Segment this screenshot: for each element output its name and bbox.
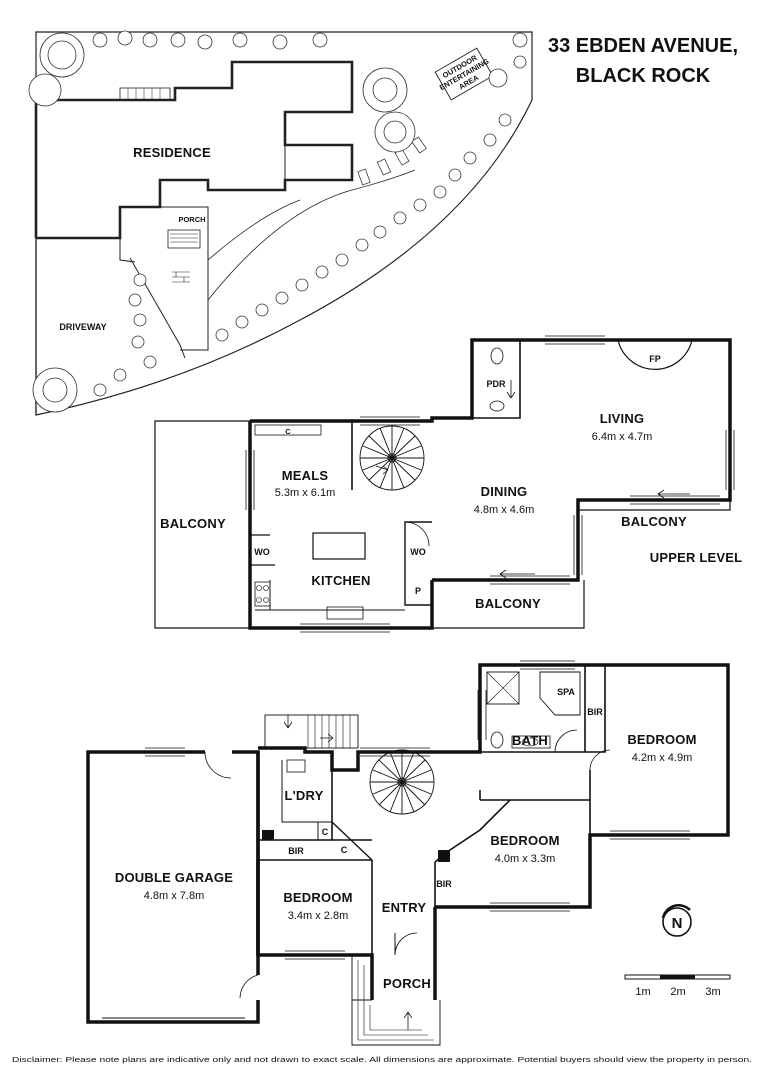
stove (254, 581, 271, 607)
living-label: LIVING (600, 411, 645, 426)
compass-letter: N (672, 915, 683, 932)
porch-label: PORCH (383, 976, 431, 991)
site-porch-label: PORCH (178, 215, 205, 224)
bedroom-2-dims: 4.0m x 3.3m (495, 853, 556, 865)
bir-lower-left-label: BIR (288, 846, 304, 856)
kitchen-sink (326, 606, 364, 620)
site-driveway-label: DRIVEWAY (59, 322, 106, 332)
lower-level-plan (86, 660, 730, 1046)
balcony-east-label: BALCONY (621, 514, 687, 529)
pantry-label: P (415, 586, 421, 596)
fireplace (617, 339, 693, 370)
bedroom-3-label: BEDROOM (283, 890, 352, 905)
kitchen-island (312, 532, 366, 560)
scale-bar: 1m 2m 3m (624, 974, 731, 998)
double-garage-label: DOUBLE GARAGE (115, 870, 233, 885)
bedroom-2-label: BEDROOM (490, 833, 559, 848)
balcony-south-label: BALCONY (475, 596, 541, 611)
cupboard-hall-label: C (341, 845, 348, 855)
site-trees (28, 30, 528, 413)
cupboard-laundry-label: C (322, 827, 329, 837)
cupboard-upper-label: C (285, 427, 291, 436)
balcony-west-label: BALCONY (160, 516, 226, 531)
shower (486, 671, 520, 705)
kitchen-label: KITCHEN (311, 573, 370, 588)
spa-bath (539, 671, 581, 716)
dining-dims: 4.8m x 4.6m (474, 504, 535, 516)
spiral-stair-lower (369, 749, 435, 815)
double-garage-dims: 4.8m x 7.8m (144, 890, 205, 902)
address-line-2: BLACK ROCK (576, 65, 711, 87)
living-dims: 6.4m x 4.7m (592, 431, 653, 443)
scale-label-1m: 1m (635, 986, 650, 998)
site-residence-label: RESIDENCE (133, 145, 211, 160)
site-boundary (35, 31, 533, 416)
balcony-west-outline (154, 420, 250, 629)
north-compass-icon: N (661, 904, 692, 937)
address-line-1: 33 EBDEN AVENUE, (548, 35, 738, 57)
garage-outline (86, 750, 260, 1024)
scale-label-3m: 3m (705, 986, 720, 998)
spa-label: SPA (557, 687, 575, 697)
wo-left-label: WO (254, 547, 270, 557)
scale-label-2m: 2m (670, 986, 685, 998)
upper-level-label: UPPER LEVEL (650, 550, 743, 565)
site-plan (34, 31, 533, 416)
wo-right-label: WO (410, 547, 426, 557)
upper-level-plan (154, 335, 735, 633)
disclaimer-text: Disclaimer: Please note plans are indica… (12, 1055, 752, 1064)
bedroom-3-dims: 3.4m x 2.8m (288, 910, 349, 922)
meals-dims: 5.3m x 6.1m (275, 487, 336, 499)
dining-label: DINING (481, 484, 528, 499)
bath-label: BATH (512, 733, 548, 748)
fireplace-label: FP (649, 354, 661, 364)
pdr-label: PDR (486, 379, 506, 389)
residence-outline (34, 60, 354, 240)
bedroom-1-dims: 4.2m x 4.9m (632, 752, 693, 764)
bir-bath-label: BIR (587, 707, 603, 717)
meals-label: MEALS (282, 468, 329, 483)
entry-label: ENTRY (382, 900, 427, 915)
bir-bedroom-2-label: BIR (436, 879, 452, 889)
spiral-stair-upper (359, 425, 425, 491)
bedroom-1-label: BEDROOM (627, 732, 696, 747)
laundry-label: L'DRY (285, 788, 324, 803)
